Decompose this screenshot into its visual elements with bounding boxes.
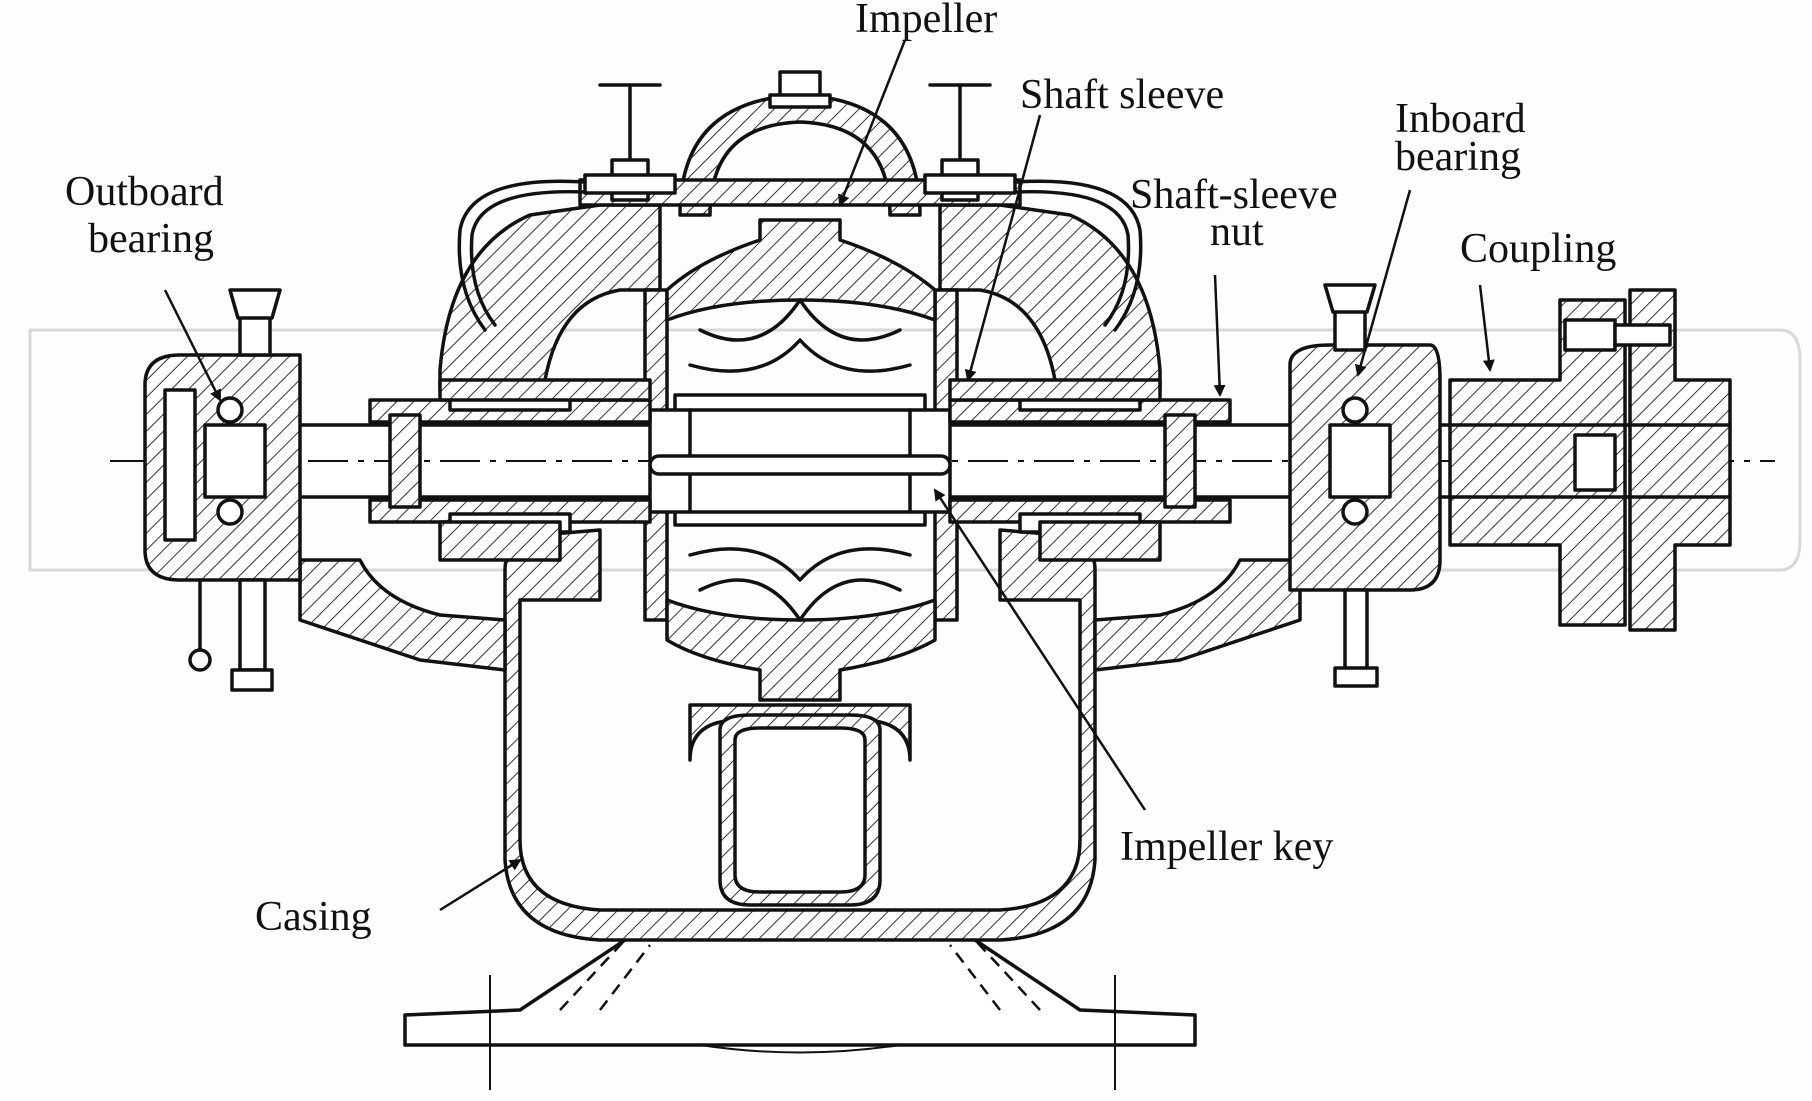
impeller-key-part — [648, 454, 952, 476]
label-shaft-sleeve-nut-line1: Shaft-sleeve — [1130, 172, 1338, 218]
coupling-part — [1448, 288, 1732, 632]
casing — [298, 528, 1302, 942]
upper-casing — [438, 70, 1162, 402]
inboard-bearing-housing — [1288, 283, 1442, 688]
outboard-bearing-leader — [163, 289, 222, 402]
label-coupling: Coupling — [1460, 226, 1616, 272]
shaft-sleeve-nut-leader — [1213, 274, 1226, 397]
priming-valves — [457, 83, 1143, 332]
label-inboard-bearing-line1: Inboard — [1395, 96, 1526, 142]
impeller-leader — [838, 39, 907, 207]
label-impeller: Impeller — [855, 0, 997, 42]
watermark-frame — [28, 328, 1802, 572]
label-outboard-bearing-line2: bearing — [88, 216, 214, 262]
label-inboard-bearing-line2: bearing — [1395, 134, 1521, 180]
label-shaft-sleeve-nut-line2: nut — [1210, 209, 1264, 255]
impeller-key-leader — [933, 488, 1147, 811]
label-outboard-bearing-line1: Outboard — [65, 169, 224, 215]
leader-lines — [163, 39, 1495, 912]
coupling-leader — [1478, 284, 1495, 372]
shaft-sleeve-leader — [964, 114, 1042, 382]
inboard-bearing-leader — [1354, 189, 1412, 377]
shaft-sleeves — [368, 378, 1232, 562]
label-shaft-sleeve: Shaft sleeve — [1020, 72, 1224, 118]
pump-base — [403, 928, 1197, 1090]
outboard-bearing-housing — [143, 288, 302, 692]
casing-leader — [439, 858, 522, 912]
label-impeller-key: Impeller key — [1120, 824, 1333, 870]
label-casing: Casing — [255, 894, 372, 940]
